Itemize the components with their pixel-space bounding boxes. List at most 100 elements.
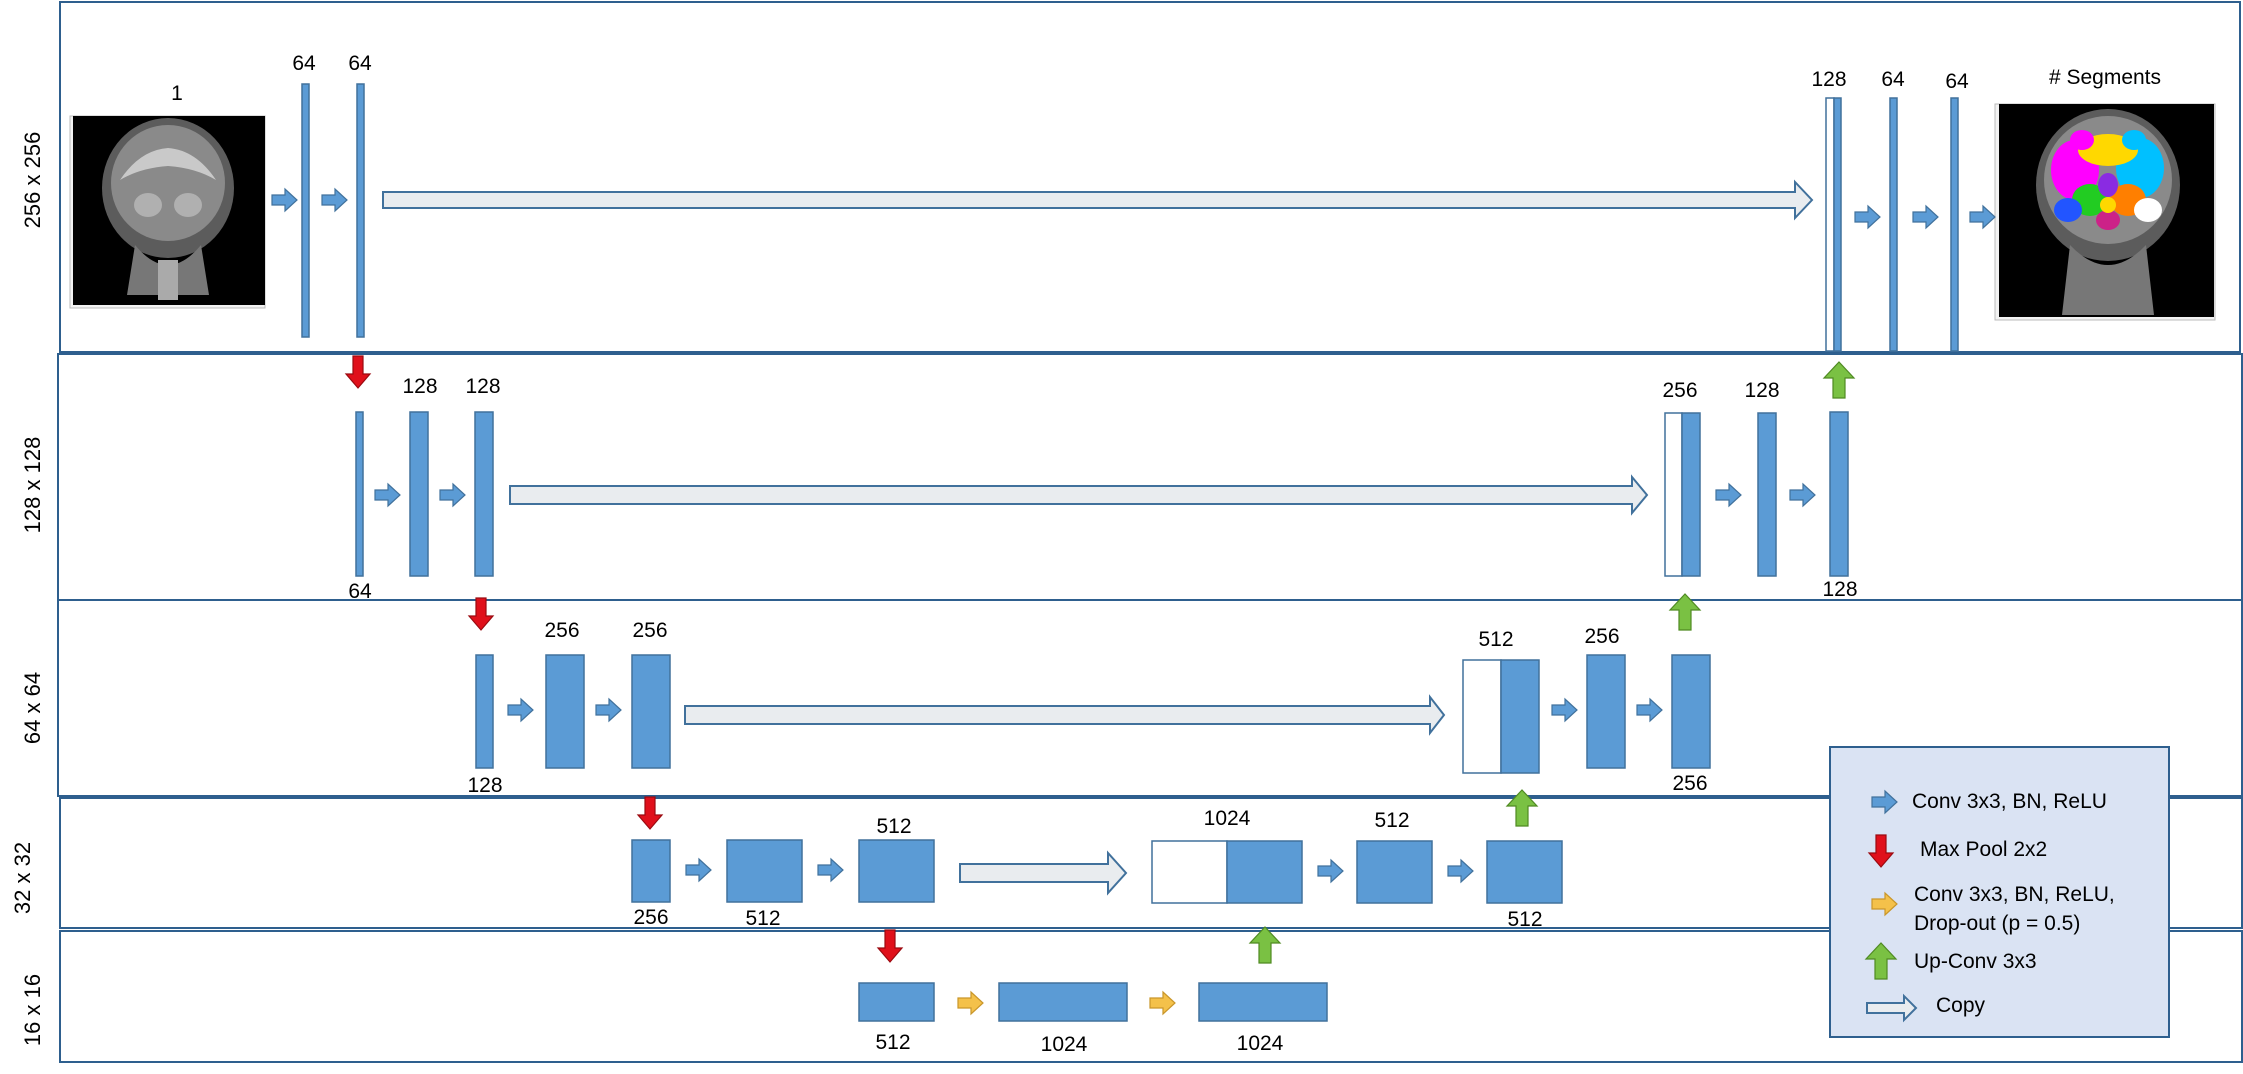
block-l4-dec-copy: [1151, 840, 1228, 904]
ch-l4-enc1: 512: [745, 907, 780, 930]
segmentation-labels-overlay: [2051, 130, 2164, 230]
dropout-arrows: [957, 990, 1176, 1016]
ch-l5-b2: 1024: [1237, 1032, 1284, 1055]
ch-l4-in: 256: [633, 906, 668, 929]
level-label-256: 256 x 256: [20, 132, 45, 229]
block-l4-dec1: [1356, 840, 1433, 904]
upconv-arrows: [1248, 361, 1856, 964]
conv-arrow: [1912, 204, 1939, 230]
frame-256: [59, 1, 2241, 353]
conv-arrow: [595, 697, 622, 723]
conv-arrow: [507, 697, 534, 723]
conv-arrow: [1969, 204, 1996, 230]
legend-upconv-icon: [1864, 942, 1898, 980]
conv-arrow: [817, 857, 844, 883]
conv-arrow: [374, 482, 401, 508]
copy-arrow-l1: [382, 179, 1814, 221]
legend: Conv 3x3, BN, ReLU Max Pool 2x2 Conv 3x3…: [1829, 746, 2170, 1038]
block-l3-enc2: [631, 654, 671, 769]
block-l2-enc1: [409, 411, 429, 577]
ch-l3-enc1: 256: [544, 619, 579, 642]
conv-arrows: [271, 187, 1996, 884]
ch-l2-up: 128: [1822, 578, 1857, 601]
legend-dropout-label-1: Conv 3x3, BN, ReLU,: [1914, 883, 2115, 906]
ch-l1-dec1: 64: [1881, 68, 1905, 91]
block-l3-enc1: [545, 654, 585, 769]
input-mri-image: [69, 115, 266, 309]
copy-arrows: [382, 179, 1814, 896]
ch-l4-up: 512: [1507, 908, 1542, 931]
segment-region: [2054, 198, 2082, 222]
conv-arrow: [685, 857, 712, 883]
block-l2-enc2: [474, 411, 494, 577]
frame-128: [57, 353, 2243, 601]
ch-l3-dec1: 256: [1584, 625, 1619, 648]
pool-arrow: [876, 929, 904, 963]
legend-dropout-label-2: Drop-out (p = 0.5): [1914, 912, 2080, 935]
legend-pool-label: Max Pool 2x2: [1920, 838, 2047, 861]
ch-l1-enc1: 64: [292, 52, 316, 75]
block-l4-up: [1486, 840, 1563, 904]
pool-arrow: [344, 355, 372, 389]
block-l2-dec-up: [1681, 412, 1701, 577]
channel-labels: 64 64 128 64 64 64 128 128 256 128 128 1…: [292, 52, 1969, 1056]
upconv-arrow: [1668, 593, 1702, 631]
dropout-arrow: [957, 990, 984, 1016]
segment-region: [2134, 198, 2162, 222]
upconv-arrow: [1822, 361, 1856, 399]
conv-arrow: [1715, 482, 1742, 508]
ch-l5-b1: 1024: [1041, 1033, 1088, 1056]
legend-copy-icon: [1866, 993, 1918, 1023]
legend-pool-icon: [1867, 834, 1895, 868]
upconv-arrow: [1248, 926, 1282, 964]
conv-arrow: [1854, 204, 1881, 230]
legend-copy-label: Copy: [1936, 994, 1986, 1017]
conv-arrow: [1317, 858, 1344, 884]
level-label-64: 64 x 64: [20, 672, 45, 744]
ch-l4-dec1: 512: [1374, 809, 1409, 832]
legend-box: [1829, 746, 2170, 1038]
ch-l2-dec-concat: 256: [1662, 379, 1697, 402]
copy-arrow-l2: [509, 474, 1649, 516]
pool-arrows: [344, 355, 904, 963]
segment-region: [2100, 197, 2116, 213]
block-l1-dec-up: [1833, 97, 1842, 352]
input-channels-label: 1: [171, 82, 183, 105]
block-l4-enc1: [726, 839, 803, 903]
block-l2-dec-copy: [1664, 412, 1683, 577]
block-l5-in: [858, 982, 935, 1022]
ch-l5-in: 512: [875, 1031, 910, 1054]
copy-arrow-l4: [959, 850, 1128, 896]
block-l1-enc2: [356, 83, 365, 338]
block-l2-in: [355, 411, 364, 577]
ch-l3-enc2: 256: [632, 619, 667, 642]
block-l4-dec-up: [1226, 840, 1303, 904]
block-l3-in: [475, 654, 494, 769]
ch-l2-enc2: 128: [465, 375, 500, 398]
block-l3-dec-up: [1500, 659, 1540, 774]
pool-arrow: [467, 597, 495, 631]
segment-region: [2070, 130, 2094, 150]
conv-arrow: [1447, 858, 1474, 884]
ch-l1-dec2: 64: [1945, 70, 1969, 93]
level-label-16: 16 x 16: [20, 974, 45, 1046]
ch-l4-enc2: 512: [876, 815, 911, 838]
conv-arrow: [439, 482, 466, 508]
block-l3-up: [1671, 654, 1711, 769]
block-l1-dec-copy: [1825, 97, 1835, 352]
output-segments-label: # Segments: [2049, 66, 2161, 89]
level-label-128: 128 x 128: [20, 437, 45, 534]
upconv-arrow: [1505, 789, 1539, 827]
level-label-32: 32 x 32: [10, 842, 35, 914]
legend-conv-icon: [1871, 789, 1898, 815]
block-l2-up: [1829, 411, 1849, 577]
ch-l4-dec-concat: 1024: [1204, 807, 1251, 830]
ch-l3-up: 256: [1672, 772, 1707, 795]
legend-dropout-icon: [1871, 891, 1898, 917]
ch-l3-in: 128: [467, 774, 502, 797]
feature-blocks: [301, 83, 1959, 1022]
pool-arrow: [636, 796, 664, 830]
ch-l3-dec-concat: 512: [1478, 628, 1513, 651]
output-segmentation-image: [1994, 103, 2216, 321]
block-l1-enc1: [301, 83, 310, 338]
